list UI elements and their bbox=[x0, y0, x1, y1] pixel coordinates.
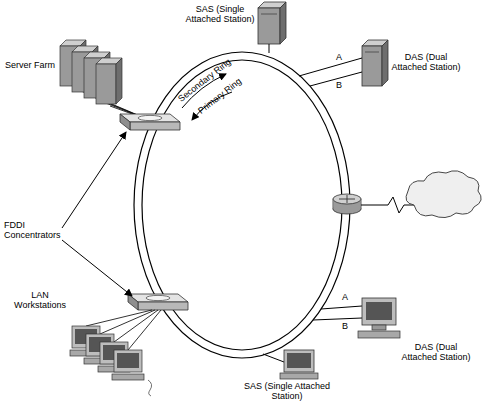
station-label: SAS (Single Attached Station) bbox=[184, 4, 256, 25]
label-text: SAS (Single Attached Station) bbox=[232, 381, 342, 402]
server-front bbox=[258, 8, 280, 44]
concentrator-front bbox=[138, 302, 188, 310]
label-text: SAS (Single Attached Station) bbox=[184, 4, 256, 25]
concentrator-side bbox=[128, 294, 138, 310]
workstation bbox=[112, 350, 152, 396]
link-a bbox=[299, 58, 362, 76]
das-server-top bbox=[299, 40, 388, 86]
router-top bbox=[333, 194, 361, 204]
port-label: A bbox=[336, 52, 342, 62]
lan-workstations bbox=[70, 310, 161, 396]
concentrator-side bbox=[120, 114, 130, 130]
leader-arrow bbox=[62, 240, 132, 296]
server-slot bbox=[261, 14, 277, 15]
screen bbox=[117, 353, 139, 368]
station-label: DAS (Dual Attached Station) bbox=[390, 52, 462, 73]
keyboard bbox=[358, 331, 400, 338]
group-label: Server Farm bbox=[4, 60, 56, 70]
station-link bbox=[269, 44, 270, 53]
monitor bbox=[362, 298, 396, 325]
screen bbox=[366, 302, 392, 320]
server-slot bbox=[365, 52, 379, 53]
link-a bbox=[321, 306, 362, 309]
concentrator-front bbox=[130, 122, 180, 130]
server-unit bbox=[96, 58, 122, 104]
station-label: SAS (Single Attached Station) bbox=[232, 381, 342, 402]
label-text: DAS (Dual Attached Station) bbox=[390, 52, 462, 73]
lan-link bbox=[128, 310, 161, 350]
server-side bbox=[280, 2, 286, 44]
link-b bbox=[313, 318, 362, 320]
server-farm bbox=[60, 40, 146, 119]
label-text: Server Farm bbox=[4, 60, 56, 70]
fddi-concentrator bbox=[120, 114, 180, 130]
lan-link bbox=[114, 310, 158, 342]
lan-link bbox=[100, 310, 155, 334]
router-arrows bbox=[339, 195, 355, 203]
concentrator-port bbox=[146, 295, 170, 300]
lan-link bbox=[86, 310, 152, 326]
station-label: DAS (Dual Attached Station) bbox=[398, 342, 474, 363]
secondary-ring bbox=[134, 52, 350, 358]
das-workstation-bottom bbox=[313, 298, 400, 338]
port-label: B bbox=[336, 80, 342, 90]
sas-workstation-bottom bbox=[263, 350, 318, 379]
server-side bbox=[382, 40, 388, 86]
wan-cloud bbox=[406, 171, 481, 218]
label-text: DAS (Dual Attached Station) bbox=[398, 342, 474, 363]
server-side bbox=[116, 58, 122, 104]
fddi-concentrator bbox=[128, 294, 188, 310]
sas-server-top bbox=[258, 2, 286, 53]
leader-arrow bbox=[62, 132, 126, 228]
keyboard bbox=[280, 373, 318, 379]
server-front bbox=[96, 64, 116, 104]
monitor-stand bbox=[372, 325, 386, 330]
screen bbox=[287, 353, 311, 368]
port-label: A bbox=[342, 292, 348, 302]
monitor bbox=[284, 350, 314, 372]
group-label: LAN Workstations bbox=[12, 290, 68, 311]
keyboard bbox=[112, 374, 144, 380]
mouse-cable bbox=[148, 380, 152, 396]
monitor bbox=[114, 350, 142, 372]
station-link bbox=[263, 354, 284, 362]
server-front bbox=[362, 46, 382, 86]
concentrator-port bbox=[138, 115, 162, 120]
callout-label: FDDI Concentrators bbox=[4, 220, 64, 241]
label-text: LAN Workstations bbox=[12, 290, 68, 311]
port-label: B bbox=[342, 321, 348, 331]
router bbox=[333, 194, 361, 214]
